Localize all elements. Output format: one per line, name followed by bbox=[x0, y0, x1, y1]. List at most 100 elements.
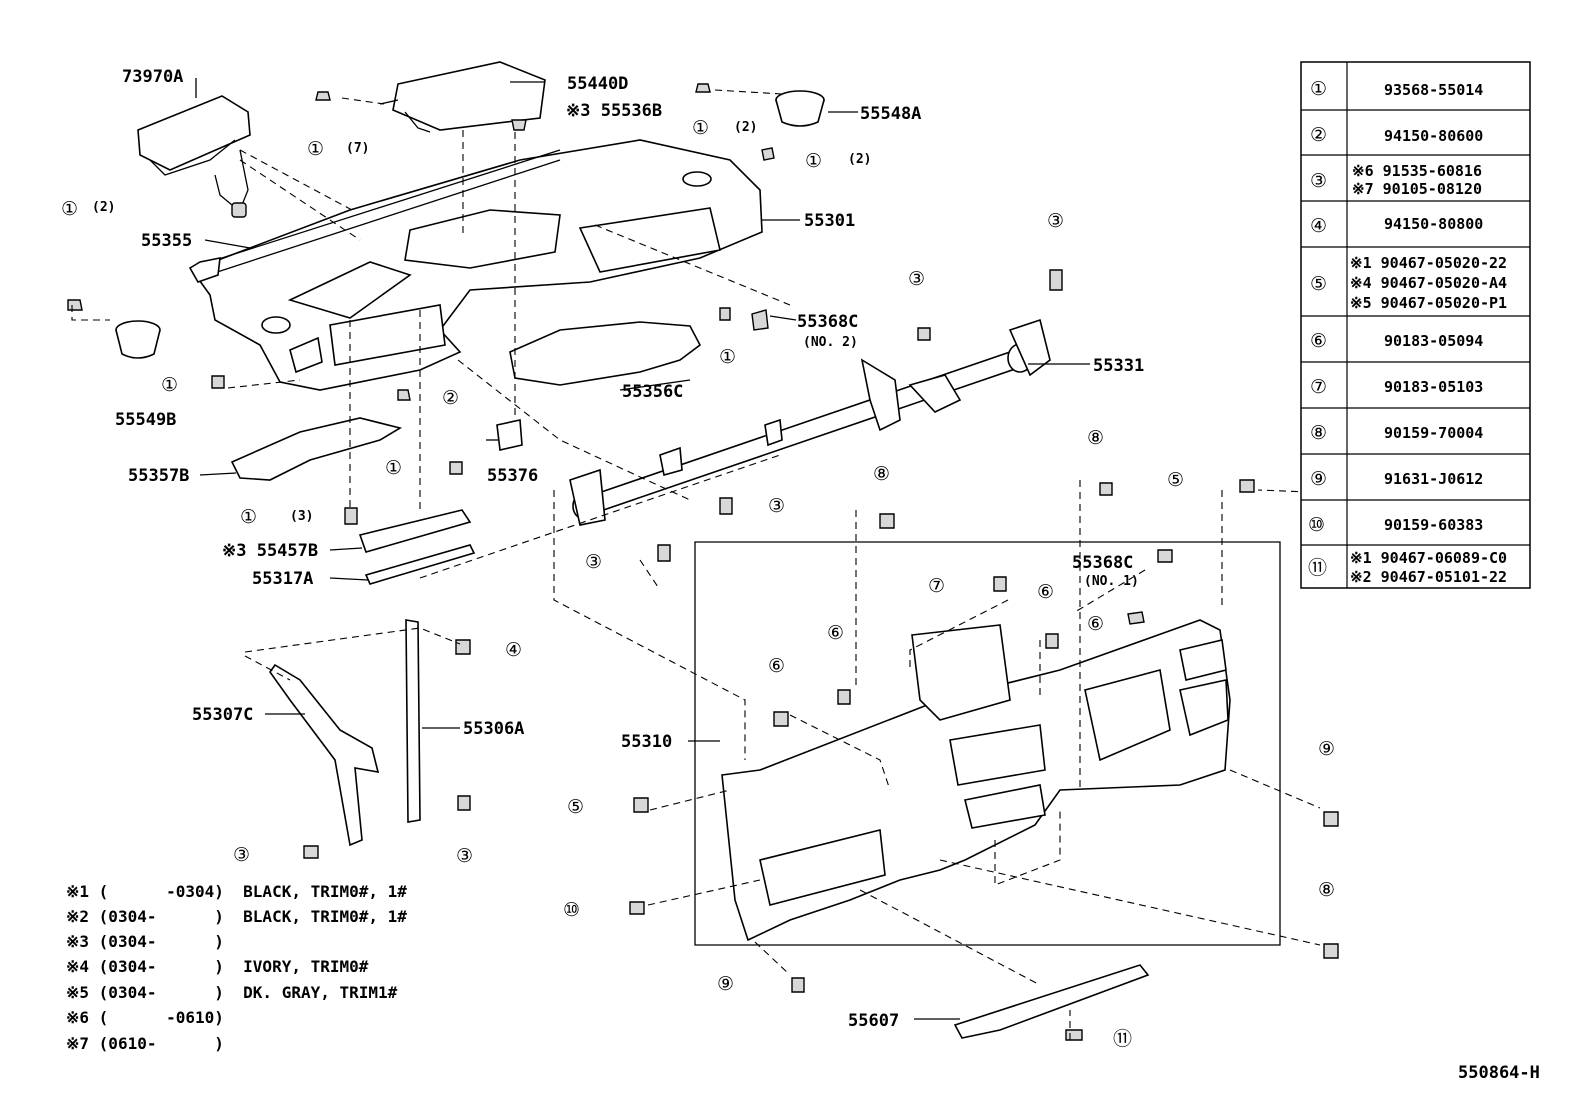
table-part-6: 90183-05094 bbox=[1384, 332, 1483, 350]
table-key-6: ⑥ bbox=[1310, 330, 1327, 352]
label-55368C-no1-sub: (NO. 1) bbox=[1084, 574, 1139, 589]
key-3: ③ bbox=[768, 495, 785, 517]
table-key-3: ③ bbox=[1310, 170, 1327, 192]
table-key-8: ⑧ bbox=[1310, 422, 1327, 444]
fastener-keys: ① (2) ① (7) ① (2) ① (2) ③ ③ ① ① ② ① ① (3… bbox=[61, 117, 1335, 1050]
key-2: ② bbox=[442, 387, 459, 409]
part-55457B-shape bbox=[358, 509, 472, 553]
table-key-5: ⑤ bbox=[1310, 273, 1327, 295]
part-55376-shape bbox=[496, 419, 523, 451]
label-55440D: 55440D bbox=[567, 74, 628, 94]
note-7: ※7 (0610- ) bbox=[66, 1034, 224, 1053]
label-55306A: 55306A bbox=[463, 719, 524, 739]
table-part-5b: ※4 90467-05020-A4 bbox=[1350, 274, 1507, 292]
key-6: ⑥ bbox=[1087, 613, 1104, 635]
table-key-2: ② bbox=[1310, 124, 1327, 146]
key-5: ⑤ bbox=[567, 796, 584, 818]
table-part-7: 90183-05103 bbox=[1384, 378, 1483, 396]
key-8: ⑧ bbox=[1318, 879, 1335, 901]
table-part-11a: ※1 90467-06089-C0 bbox=[1350, 549, 1507, 567]
part-55357B-shape bbox=[230, 417, 403, 481]
part-55306A-shape bbox=[405, 619, 421, 823]
label-73970A: 73970A bbox=[122, 67, 183, 87]
key-5: ⑤ bbox=[1167, 469, 1184, 491]
label-55331: 55331 bbox=[1093, 356, 1144, 376]
label-55317A: 55317A bbox=[252, 569, 313, 589]
key-10: ⑩ bbox=[563, 899, 580, 921]
qty-2: (2) bbox=[92, 200, 115, 215]
table-part-5c: ※5 90467-05020-P1 bbox=[1350, 294, 1507, 312]
leader-lines bbox=[71, 78, 1321, 1040]
key-3: ③ bbox=[585, 551, 602, 573]
part-55301-shape bbox=[190, 139, 763, 391]
label-55368C-no2-sub: (NO. 2) bbox=[803, 335, 858, 350]
qty-2: (2) bbox=[848, 152, 871, 167]
label-55356C: 55356C bbox=[622, 382, 683, 402]
part-55356C-shape bbox=[509, 321, 702, 386]
qty-2: (2) bbox=[734, 120, 757, 135]
table-key-7: ⑦ bbox=[1310, 376, 1327, 398]
key-8: ⑧ bbox=[873, 463, 890, 485]
key-6: ⑥ bbox=[1037, 581, 1054, 603]
key-3: ③ bbox=[1047, 210, 1064, 232]
table-part-4: 94150-80800 bbox=[1384, 215, 1483, 233]
part-55549B-shape bbox=[115, 320, 161, 359]
key-1: ① bbox=[805, 150, 822, 172]
key-4: ④ bbox=[505, 639, 522, 661]
label-55548A: 55548A bbox=[860, 104, 921, 124]
table-key-10: ⑩ bbox=[1308, 514, 1325, 536]
key-8: ⑧ bbox=[1087, 427, 1104, 449]
key-1: ① bbox=[61, 198, 78, 220]
notes: ※1 ( -0304) BLACK, TRIM0#, 1# ※2 (0304- … bbox=[66, 882, 407, 1053]
label-55357B: 55357B bbox=[128, 466, 189, 486]
table-key-11: ⑪ bbox=[1308, 557, 1327, 579]
note-1: ※1 ( -0304) BLACK, TRIM0#, 1# bbox=[66, 882, 407, 901]
part-55317A-shape bbox=[364, 544, 476, 585]
note-4: ※4 (0304- ) IVORY, TRIM0# bbox=[66, 957, 369, 976]
table-part-3a: ※6 91535-60816 bbox=[1352, 162, 1482, 180]
table-part-8: 90159-70004 bbox=[1384, 424, 1483, 442]
key-1: ① bbox=[240, 506, 257, 528]
table-part-10: 90159-60383 bbox=[1384, 516, 1483, 534]
part-55331-shape bbox=[569, 318, 1051, 526]
table-part-2: 94150-80600 bbox=[1384, 127, 1483, 145]
part-55440D-shape bbox=[379, 61, 546, 133]
note-2: ※2 (0304- ) BLACK, TRIM0#, 1# bbox=[66, 907, 407, 926]
table-part-5a: ※1 90467-05020-22 bbox=[1350, 254, 1507, 272]
key-1: ① bbox=[307, 138, 324, 160]
key-3: ③ bbox=[908, 268, 925, 290]
key-9: ⑨ bbox=[1318, 738, 1335, 760]
key-1: ① bbox=[385, 457, 402, 479]
label-55310: 55310 bbox=[621, 732, 672, 752]
part-55607-shape bbox=[953, 964, 1150, 1039]
key-3: ③ bbox=[456, 845, 473, 867]
label-55301: 55301 bbox=[804, 211, 855, 231]
table-key-1: ① bbox=[1310, 78, 1327, 100]
fasteners bbox=[67, 83, 1339, 1041]
label-55368C-no1: 55368C bbox=[1072, 553, 1133, 573]
key-1: ① bbox=[692, 117, 709, 139]
table-key-9: ⑨ bbox=[1310, 468, 1327, 490]
label-55355: 55355 bbox=[141, 231, 192, 251]
table-key-4: ④ bbox=[1310, 215, 1327, 237]
note-6: ※6 ( -0610) bbox=[66, 1008, 224, 1027]
table-part-9: 91631-J0612 bbox=[1384, 470, 1483, 488]
part-55307C-shape bbox=[269, 663, 380, 847]
key-3: ③ bbox=[233, 844, 250, 866]
label-55549B: 55549B bbox=[115, 410, 176, 430]
key-6: ⑥ bbox=[827, 622, 844, 644]
label-55307C: 55307C bbox=[192, 705, 253, 725]
parts-table: ① ② ③ ④ ⑤ ⑥ ⑦ ⑧ ⑨ ⑩ ⑪ 93568-55014 94150-… bbox=[1300, 61, 1531, 589]
table-part-1: 93568-55014 bbox=[1384, 81, 1483, 99]
label-55368C-no2: 55368C bbox=[797, 312, 858, 332]
label-55376: 55376 bbox=[487, 466, 538, 486]
diagram-id: 550864-H bbox=[1458, 1063, 1540, 1083]
qty-3: (3) bbox=[290, 509, 313, 524]
label-55457B: ※3 55457B bbox=[222, 541, 318, 561]
callout-labels: 73970A 55440D ※3 55536B 55548A 55301 553… bbox=[115, 67, 1144, 1031]
table-part-11b: ※2 90467-05101-22 bbox=[1350, 568, 1507, 586]
group-box bbox=[694, 541, 1281, 946]
label-55536B: ※3 55536B bbox=[566, 101, 662, 121]
qty-7: (7) bbox=[346, 141, 369, 156]
